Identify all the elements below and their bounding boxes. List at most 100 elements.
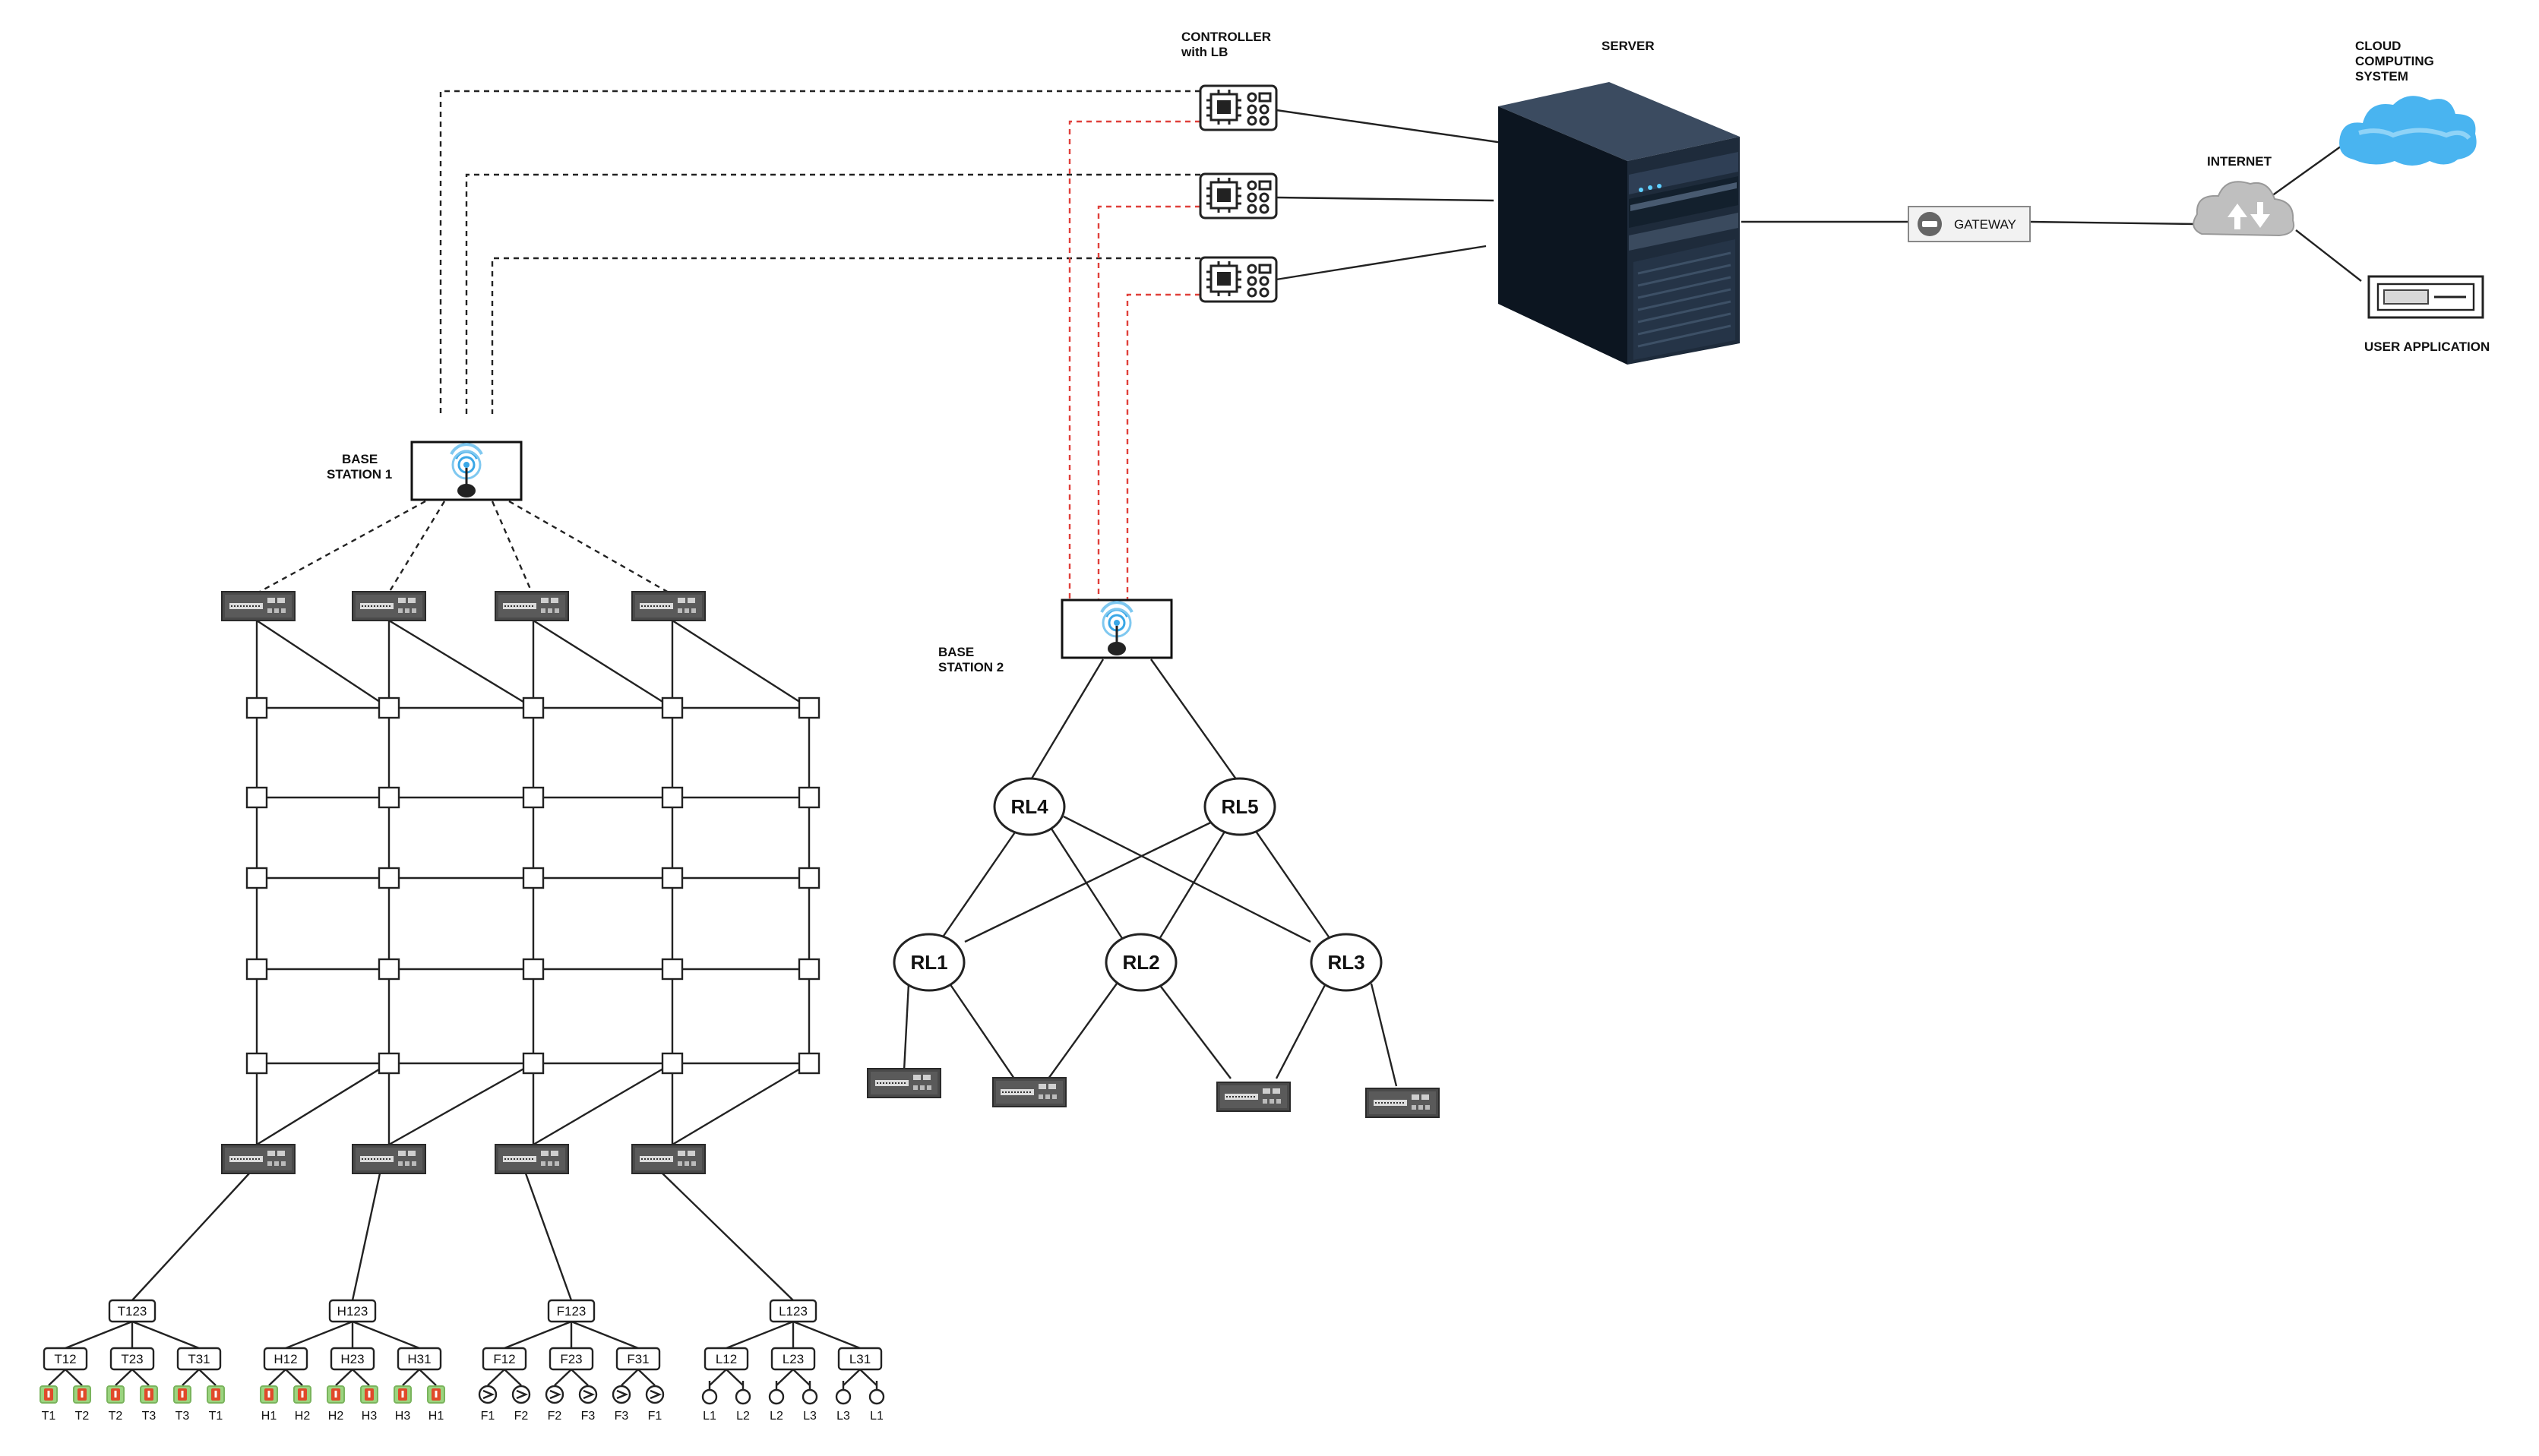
link-bs1-switch2 [387, 501, 446, 593]
cluster-child-box [330, 1347, 375, 1371]
sensor-label: T3 [142, 1410, 157, 1423]
switch-icon [495, 1144, 569, 1174]
relay-label: RL5 [1221, 795, 1258, 818]
flow-sensor-icon [478, 1385, 498, 1404]
mesh-node [378, 786, 400, 809]
mesh-link [533, 619, 673, 709]
gateway-label: GATEWAY [1954, 217, 2016, 232]
cluster-parent-box [328, 1299, 377, 1323]
link-controller1-server [1276, 109, 1503, 144]
mesh-link [388, 1062, 534, 1146]
humidity-sensor-icon [260, 1385, 278, 1404]
cluster-link [726, 1369, 744, 1386]
mesh-link [672, 619, 810, 709]
cluster-child-label: F31 [627, 1352, 649, 1366]
cluster-link [182, 1369, 200, 1386]
cluster-link [198, 1369, 217, 1386]
cluster-link [115, 1369, 133, 1386]
cluster-link [131, 1320, 200, 1350]
link-bs2-rl5 [1150, 659, 1239, 783]
cluster-link [843, 1369, 861, 1386]
switch-icon [1365, 1088, 1440, 1118]
mesh-node [522, 958, 545, 981]
base-station-2-label-line1: BASE [938, 645, 974, 659]
cluster-link [709, 1369, 727, 1386]
cluster-child-box [263, 1347, 308, 1371]
sensor-label: F3 [615, 1410, 629, 1423]
cloud-label-line2: COMPUTING [2355, 54, 2434, 68]
humidity-sensor-icon [427, 1385, 445, 1404]
switch-icon [221, 1144, 296, 1174]
mesh-node [798, 696, 821, 719]
sensor-label: H1 [428, 1410, 444, 1423]
mesh-node [661, 786, 684, 809]
base-station-1-icon [410, 441, 523, 501]
mesh-link [672, 1062, 810, 1146]
controller-icon [1199, 256, 1278, 303]
sensor-label: T1 [42, 1410, 56, 1423]
relay-node [993, 777, 1066, 836]
cluster-link [335, 1369, 353, 1386]
switch-icon [867, 1068, 941, 1098]
humidity-sensor-icon [394, 1385, 412, 1404]
temperature-sensor-icon [106, 1385, 125, 1404]
mesh-node [661, 1052, 684, 1075]
base-station-1-label-line1: BASE [342, 452, 378, 466]
cluster-child-box [549, 1347, 594, 1371]
light-sensor-icon [701, 1379, 718, 1405]
switch-icon [352, 591, 426, 621]
controller-sublabel: with LB [1181, 45, 1228, 59]
switch-icon [631, 1144, 706, 1174]
cluster-link [402, 1369, 420, 1386]
sensor-label: L2 [736, 1410, 750, 1423]
switch-icon [221, 591, 296, 621]
switch-relay-row [867, 1068, 1440, 1118]
mesh-link [533, 1062, 673, 1146]
user-application-icon [2367, 275, 2484, 319]
link-rl1-switch-b [949, 983, 1015, 1079]
cluster-parent-label: H123 [337, 1304, 368, 1319]
cluster-parent-label: T123 [118, 1304, 147, 1319]
cluster-link [352, 1369, 370, 1386]
cluster-child-label: L12 [716, 1352, 737, 1366]
server-label: SERVER [1601, 39, 1655, 53]
relay-label: RL3 [1327, 951, 1364, 974]
internet-label: INTERNET [2207, 154, 2272, 169]
cluster-parent-label: L123 [779, 1304, 808, 1319]
light-sensor-icon [768, 1379, 785, 1405]
mesh-node [661, 958, 684, 981]
cluster-link [268, 1369, 286, 1386]
mesh-node [378, 696, 400, 719]
link-gateway-internet [2029, 220, 2196, 226]
cluster-child-label: L23 [783, 1352, 804, 1366]
cluster-link [554, 1369, 572, 1386]
cluster-child-box [770, 1347, 816, 1371]
cluster-link [131, 1369, 150, 1386]
link-rl2-switch-b [1048, 983, 1118, 1079]
cluster-link [726, 1320, 794, 1350]
mesh-node [245, 696, 268, 719]
cluster-child-label: H23 [340, 1352, 364, 1366]
switch-bottom-row [221, 1144, 706, 1174]
gateway-node: GATEWAY [1908, 206, 2031, 242]
sensor-label: L2 [770, 1410, 783, 1423]
sensor-label: L1 [703, 1410, 716, 1423]
cluster-link [504, 1369, 522, 1386]
cluster-link [419, 1369, 437, 1386]
cluster-link [65, 1369, 83, 1386]
mesh-link [256, 619, 390, 709]
light-sensor-icon [735, 1379, 751, 1405]
relay-node [893, 933, 966, 992]
cluster-link [776, 1369, 794, 1386]
link-rl5-rl2 [1157, 827, 1228, 941]
relay-node [1310, 933, 1383, 992]
link-bs1-switch1 [258, 500, 426, 594]
link-controller3-server [1276, 245, 1487, 281]
cloud-icon [2339, 96, 2477, 166]
cluster-link [48, 1369, 66, 1386]
cluster-child-box [482, 1347, 527, 1371]
cluster-parent-label: F123 [557, 1304, 587, 1319]
cluster-child-box [704, 1347, 749, 1371]
